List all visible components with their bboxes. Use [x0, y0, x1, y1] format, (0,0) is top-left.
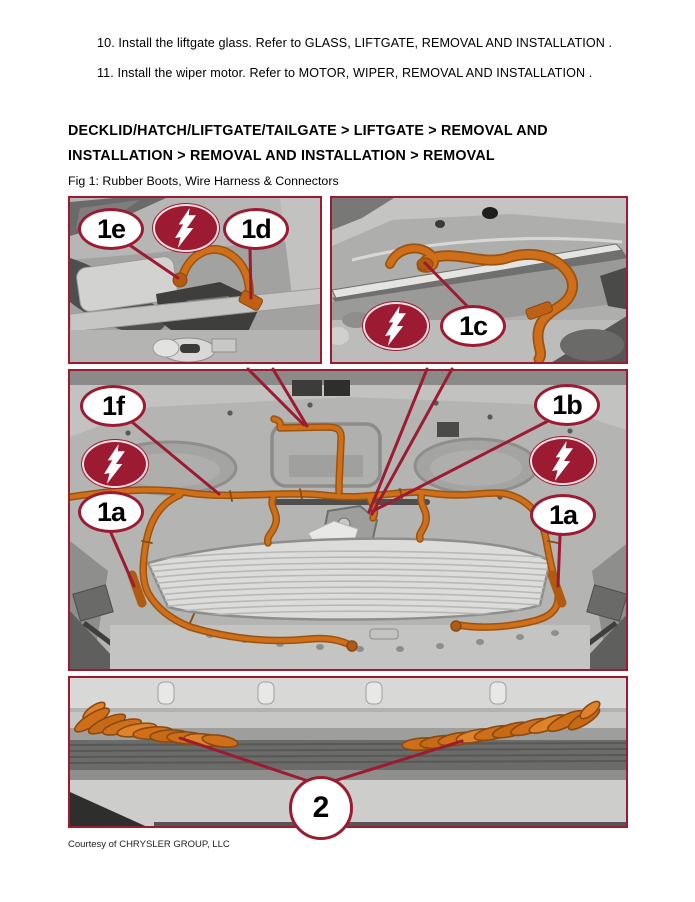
callout-1a-left-label: 1a [96, 496, 126, 527]
callout-1e: 1e [78, 208, 144, 250]
section-heading: DECKLID/HATCH/LIFTGATE/TAILGATE > LIFTGA… [68, 123, 548, 164]
electrical-warning-icon [530, 437, 596, 485]
courtesy-credit: Courtesy of CHRYSLER GROUP, LLC [68, 839, 230, 850]
callout-1f-label: 1f [101, 390, 125, 421]
callout-1a-left: 1a [78, 491, 144, 533]
callout-2-label: 2 [312, 791, 330, 824]
callout-2: 2 [289, 776, 353, 840]
callout-1d: 1d [223, 208, 289, 250]
callout-1e-label: 1e [96, 213, 126, 244]
step-11: 11. Install the wiper motor. Refer to MO… [97, 66, 593, 80]
electrical-warning-icon [363, 302, 429, 350]
figure-illustration: 1e 1d 1c 1f 1a 1b 1a 2 [68, 196, 628, 840]
callout-1c-label: 1c [458, 310, 488, 341]
electrical-warning-icon [82, 440, 148, 488]
callout-1c: 1c [440, 305, 506, 347]
callout-1a-right: 1a [530, 494, 596, 536]
callout-1a-right-label: 1a [548, 499, 578, 530]
figure-caption: Fig 1: Rubber Boots, Wire Harness & Conn… [68, 174, 339, 188]
step-10: 10. Install the liftgate glass. Refer to… [97, 36, 613, 50]
callout-1f: 1f [80, 385, 146, 427]
callout-1b: 1b [534, 384, 600, 426]
defroster-lines [148, 550, 550, 620]
callout-1d-label: 1d [241, 213, 271, 244]
callout-1b-label: 1b [552, 389, 582, 420]
sill-tabs [157, 681, 507, 705]
electrical-warning-icon [153, 204, 219, 252]
